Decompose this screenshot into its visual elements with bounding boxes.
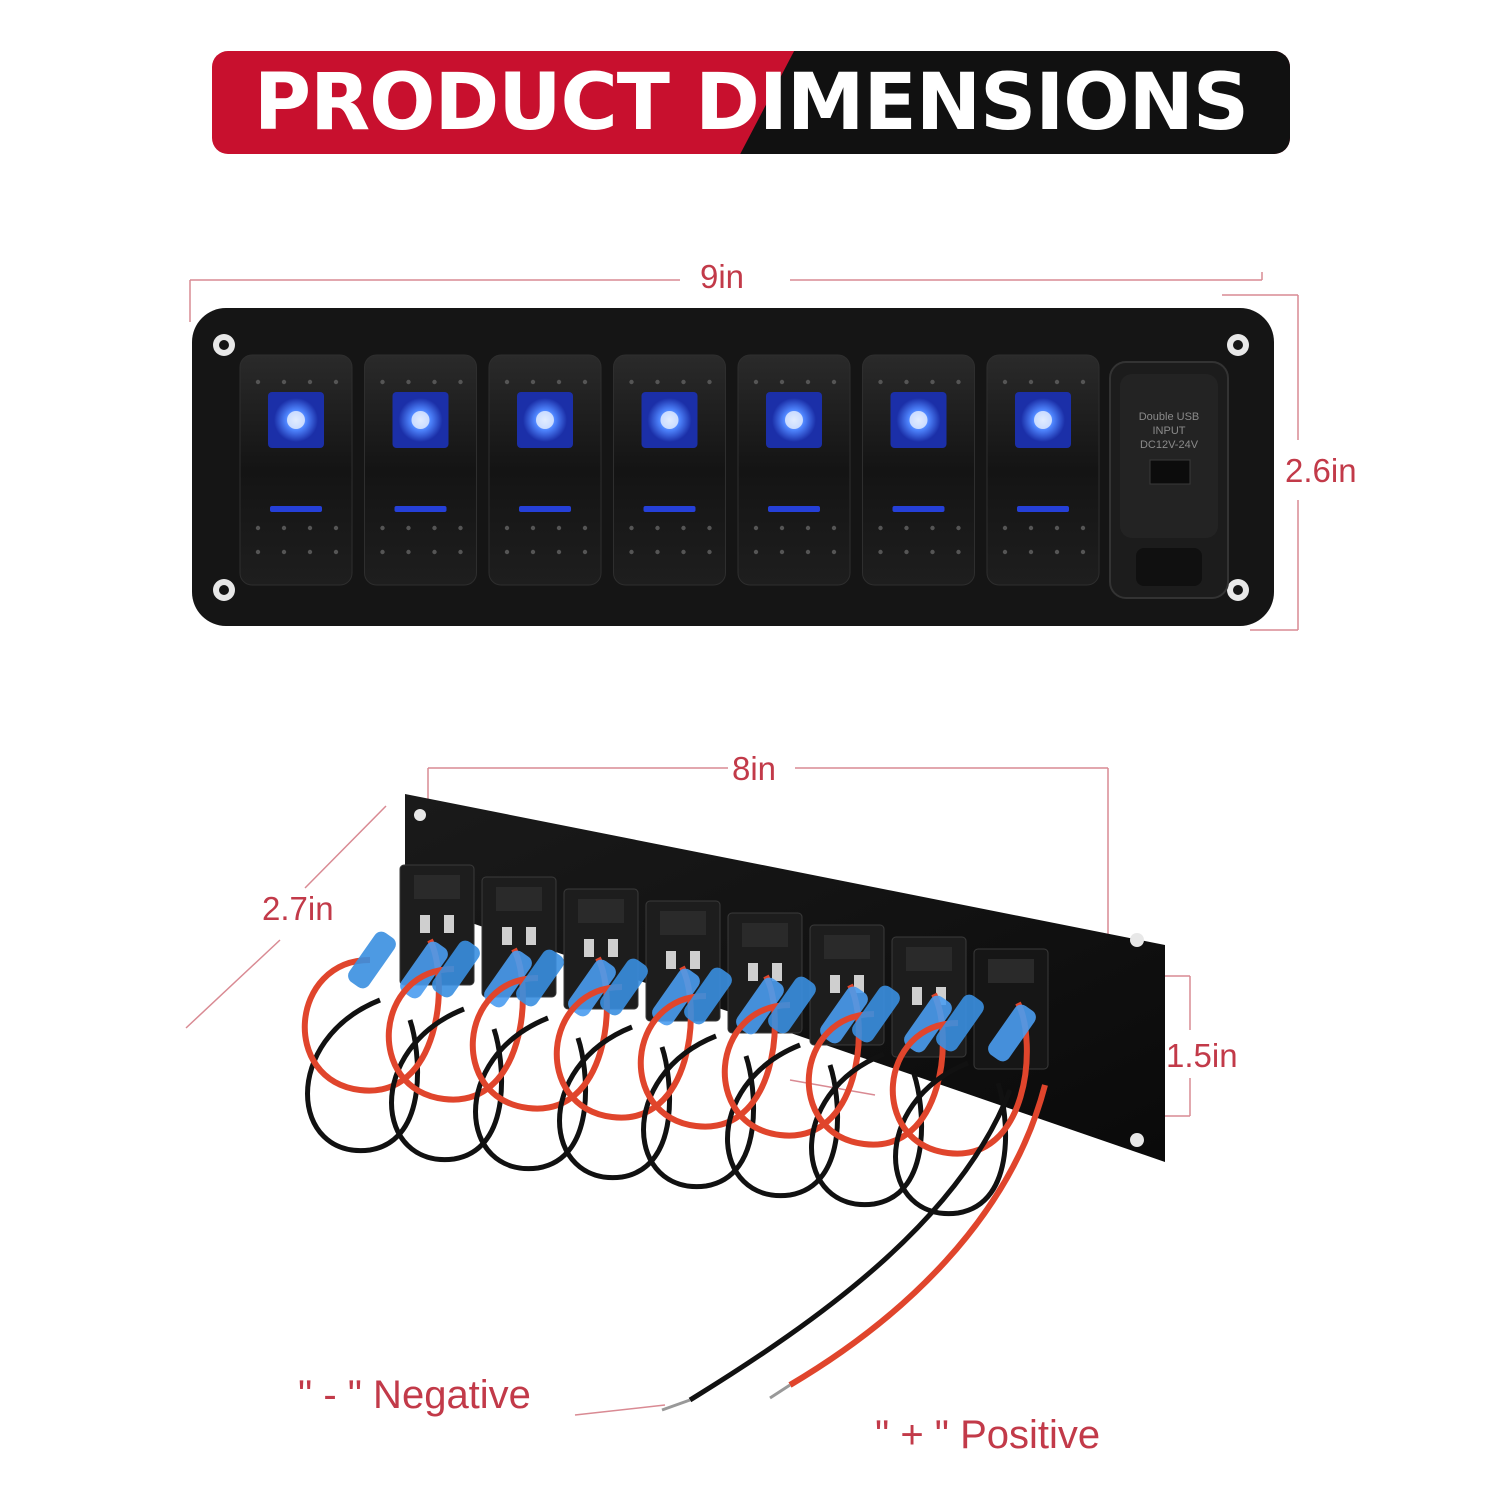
- title-banner: PRODUCT DIMENSIONS: [212, 51, 1290, 154]
- rocker-switch: [862, 354, 975, 586]
- back-depth-label: 2.7in: [262, 890, 334, 927]
- red-wire: [469, 956, 610, 1112]
- rocker-switch: [986, 354, 1100, 586]
- red-wire: [301, 938, 442, 1094]
- rocker-switch: [737, 354, 851, 586]
- rocker-switches: [239, 354, 1100, 586]
- positive-lead-wire: [788, 1084, 1048, 1388]
- page-title: PRODUCT DIMENSIONS: [253, 57, 1249, 148]
- blue-connector: [768, 976, 816, 1034]
- back-dimension-lines: [185, 767, 1191, 1416]
- wiring-harness: [301, 931, 1048, 1412]
- banner-black-segment: [740, 51, 1290, 154]
- blue-connector: [432, 940, 480, 998]
- rocker-switch: [364, 354, 477, 586]
- usb-label-line3: DC12V-24V: [1140, 439, 1199, 451]
- back-height-label: 1.5in: [1166, 1037, 1238, 1074]
- rocker-switch: [239, 354, 353, 586]
- usb-label-line2: INPUT: [1153, 425, 1186, 437]
- rocker-switch: [613, 354, 726, 586]
- red-wire: [805, 992, 946, 1148]
- red-wire: [721, 983, 862, 1139]
- switch-body: [973, 948, 1049, 1070]
- blue-connector: [936, 994, 984, 1052]
- positive-bare-tip: [769, 1383, 791, 1400]
- blue-connector: [852, 985, 900, 1043]
- front-width-label: 9in: [700, 258, 745, 295]
- red-wire: [637, 974, 778, 1130]
- front-dimension-lines: [189, 272, 1299, 631]
- positive-wire-label: " + " Positive: [875, 1413, 1101, 1457]
- rocker-switch: [488, 354, 602, 586]
- red-wire: [889, 1001, 1030, 1157]
- blue-connector: [600, 958, 648, 1016]
- back-width-label: 8in: [732, 750, 777, 787]
- front-height-label: 2.6in: [1285, 452, 1357, 489]
- red-wire: [553, 965, 694, 1121]
- usb-label-line1: Double USB: [1139, 411, 1200, 423]
- blue-connector: [988, 1004, 1036, 1062]
- red-wire: [385, 947, 526, 1103]
- usb-socket: Double USB INPUT DC12V-24V: [1109, 361, 1229, 599]
- blue-connector: [684, 967, 732, 1025]
- blue-connector: [516, 949, 564, 1007]
- negative-wire-label: " - " Negative: [298, 1373, 531, 1417]
- blue-connector: [348, 931, 396, 989]
- negative-lead-wire: [688, 1089, 1013, 1403]
- negative-bare-tip: [661, 1398, 691, 1412]
